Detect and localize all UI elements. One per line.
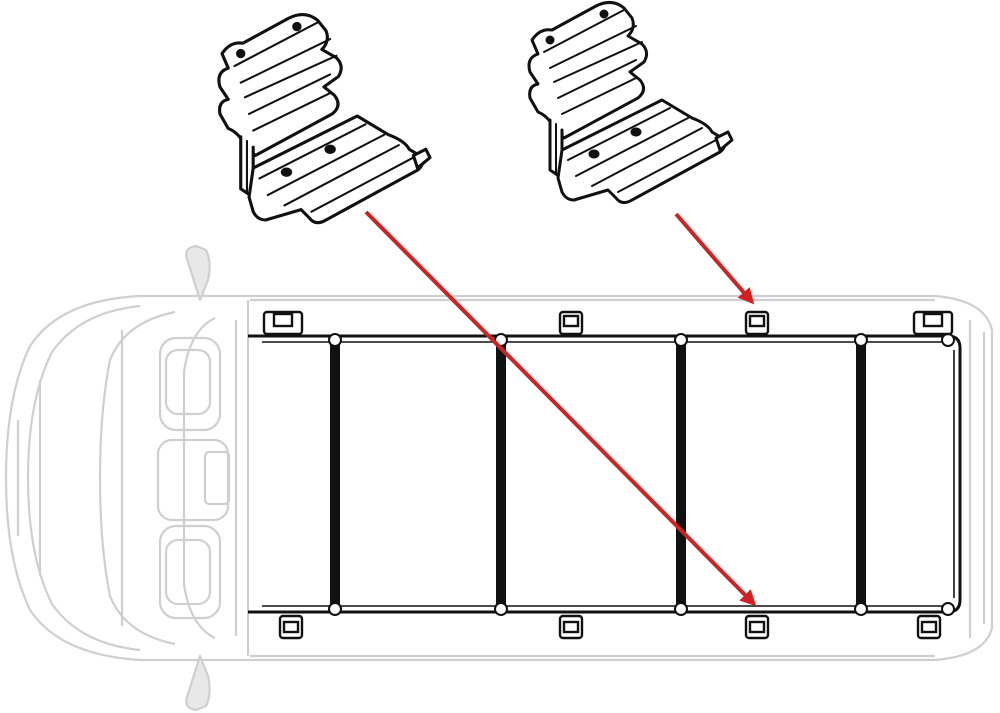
arrow-left-bracket-to-rear-clamp — [364, 210, 757, 607]
side-clamps — [262, 310, 954, 640]
rack-crossbar — [856, 340, 866, 610]
arrows — [364, 210, 757, 607]
side-clamp — [744, 614, 770, 640]
mounting-bracket-icon — [527, 0, 734, 205]
rack-crossbar — [496, 340, 506, 610]
side-clamp — [912, 310, 954, 336]
side-clamp — [558, 310, 584, 336]
roof-rack — [248, 333, 962, 616]
side-clamp — [916, 614, 942, 640]
rack-crossbar — [676, 340, 686, 610]
side-clamp — [744, 310, 770, 336]
van-top-view-icon — [4, 244, 994, 712]
side-clamp — [558, 614, 584, 640]
mounting-bracket-icon — [217, 12, 432, 225]
arrow-right-bracket-to-top-clamp — [674, 212, 755, 305]
side-clamp — [262, 310, 304, 336]
side-clamp — [278, 614, 304, 640]
rack-crossbar — [330, 340, 340, 610]
